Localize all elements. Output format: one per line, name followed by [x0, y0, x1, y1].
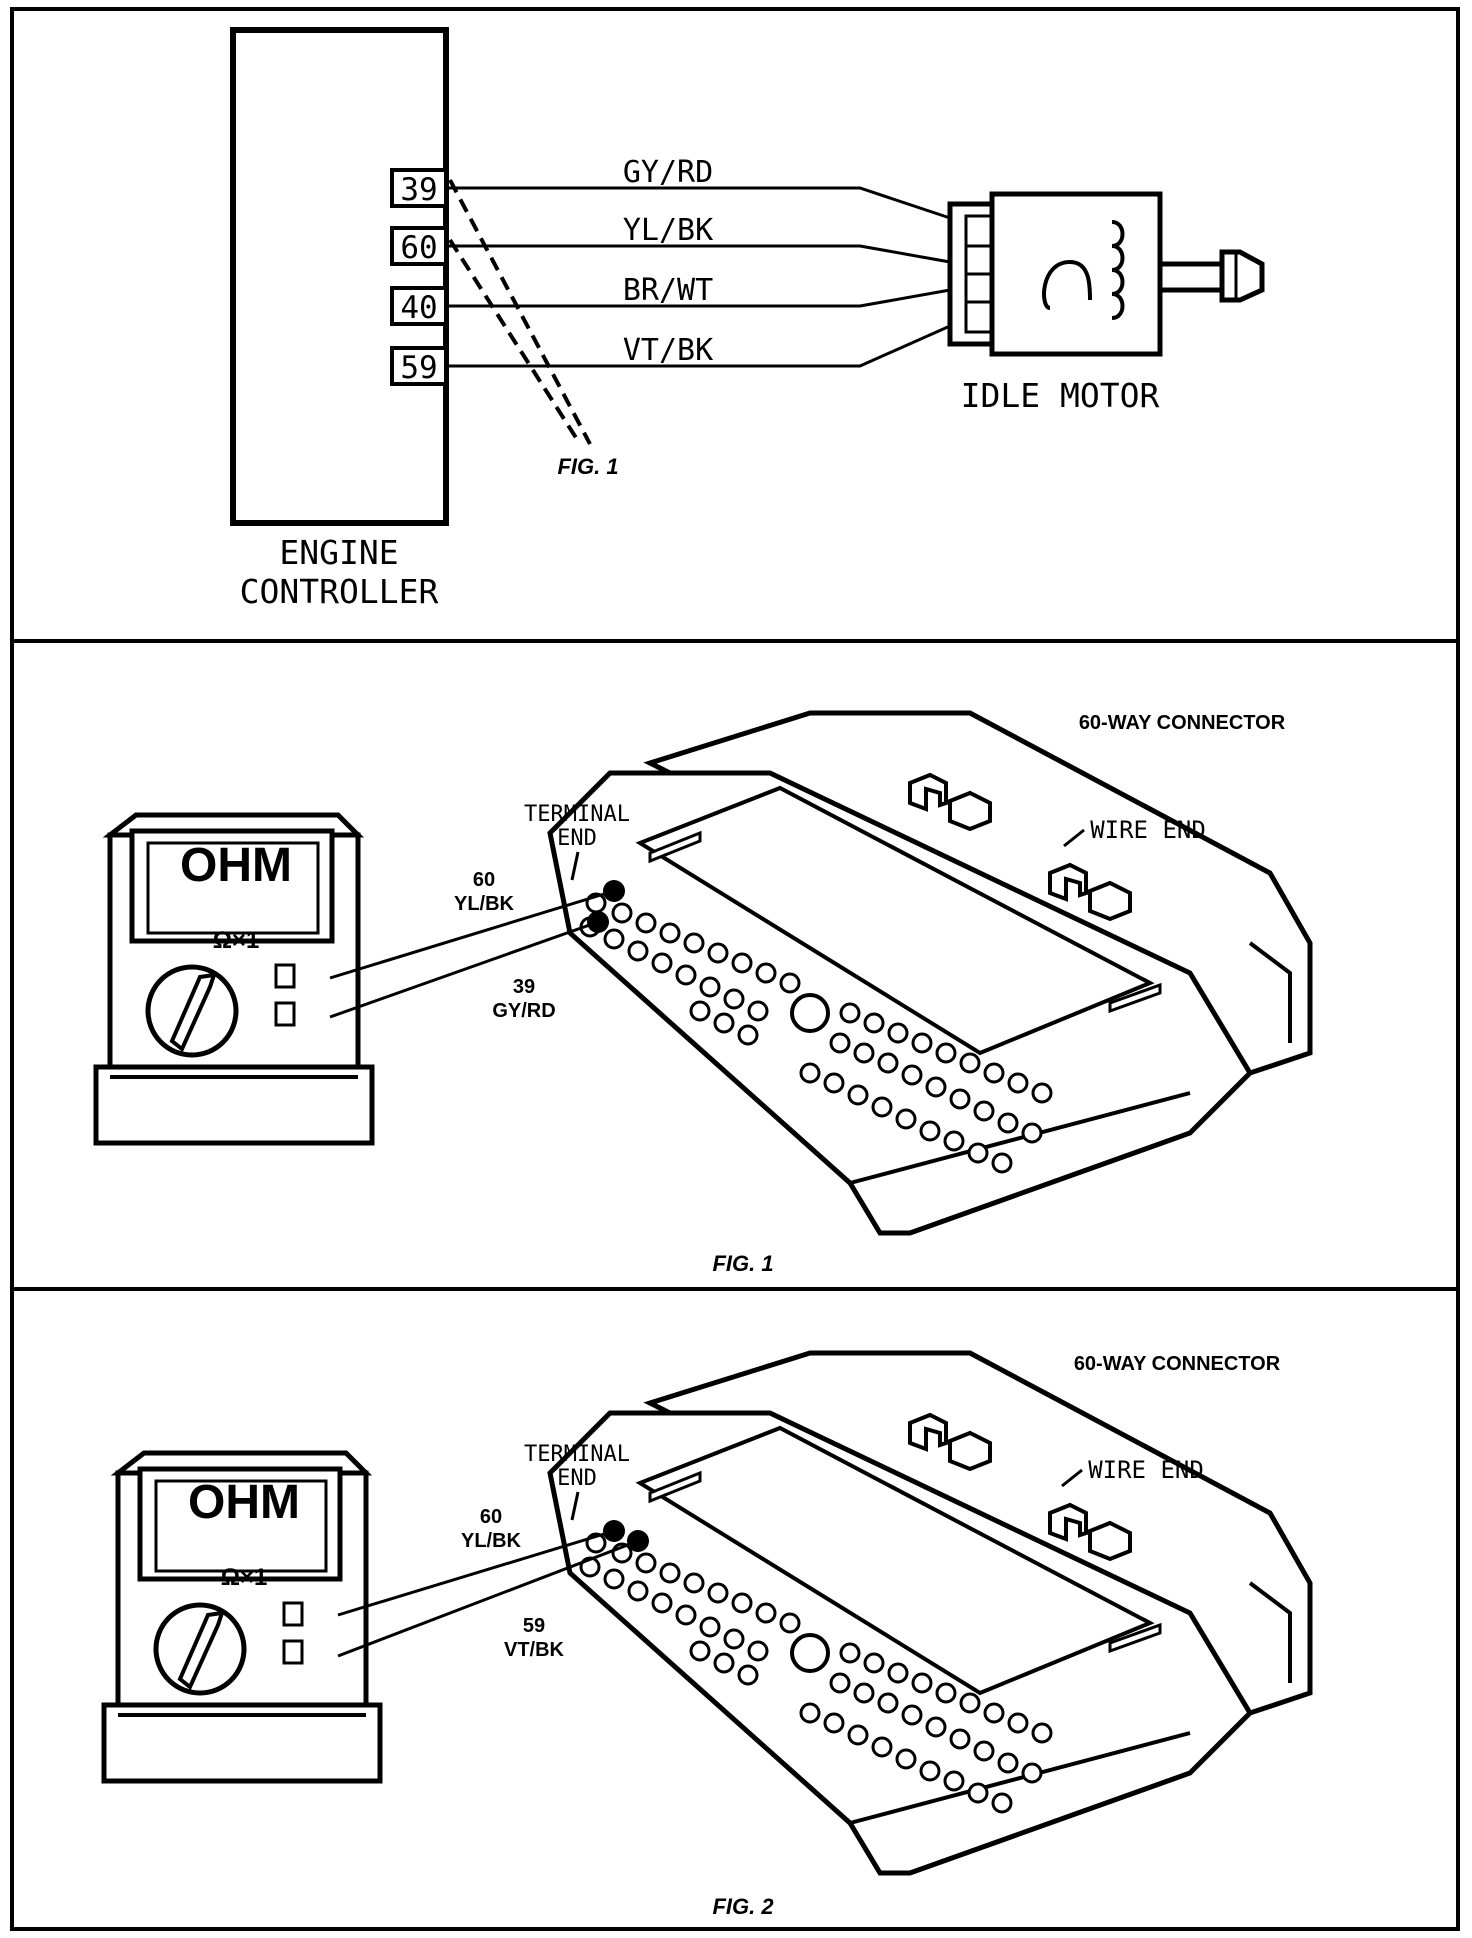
probe-b-number-fig2: 59 — [523, 1615, 545, 1637]
controller-label-line2: CONTROLLER — [240, 572, 439, 611]
connector-fig1 — [550, 713, 1310, 1233]
wire-label-vt-bk: VT/BK — [623, 333, 713, 368]
probe-a-number-fig1: 60 — [473, 869, 495, 891]
wire-gy-rd — [446, 186, 951, 220]
probe-b-number-fig1: 39 — [513, 976, 535, 998]
fig2-caption: FIG. 2 — [712, 1894, 774, 1919]
terminal-end-line2-fig2: END — [557, 1466, 597, 1491]
probe-contact-59-fig2 — [627, 1530, 649, 1552]
wire-label-br-wt: BR/WT — [623, 273, 713, 308]
idle-motor — [947, 191, 1265, 357]
wire-label-gy-rd: GY/RD — [623, 155, 713, 190]
probe-a-wire-fig2: YL/BK — [461, 1530, 522, 1552]
meter-range-fig2: Ω×1 — [221, 1564, 268, 1591]
pin-number-40: 40 — [400, 290, 437, 326]
pin-number-60: 60 — [400, 230, 437, 266]
pin-number-59: 59 — [400, 350, 437, 386]
probe-b-wire-fig2: VT/BK — [504, 1639, 565, 1661]
wire-label-yl-bk: YL/BK — [623, 213, 713, 248]
meter-display-fig1: OHM — [180, 839, 292, 892]
engine-controller-box — [230, 27, 449, 526]
connector-fig2 — [550, 1353, 1310, 1873]
schematic-panel: ENGINE CONTROLLER 39 60 40 59 GY/RD YL/B… — [230, 27, 1265, 611]
page-frame — [10, 7, 1460, 1931]
meter-range-fig1: Ω×1 — [213, 927, 260, 954]
connector-title-fig1: 60-WAY CONNECTOR — [1079, 712, 1286, 734]
wire-end-fig1: WIRE END — [1090, 816, 1206, 844]
terminal-end-line1-fig1: TERMINAL — [524, 802, 630, 827]
idle-motor-label: IDLE MOTOR — [961, 376, 1160, 415]
probe-contact-39-fig1 — [587, 911, 609, 933]
idle-motor-body — [989, 191, 1163, 357]
meter-display-fig2: OHM — [188, 1476, 300, 1529]
connector-title-fig2: 60-WAY CONNECTOR — [1074, 1353, 1281, 1375]
pin-box-39 — [390, 168, 448, 208]
fig1-panel: OHM Ω×1 60-WAY CONNECTOR TERMINAL END WI… — [96, 712, 1310, 1276]
wire-br-wt — [446, 288, 951, 308]
wire-end-fig2: WIRE END — [1088, 1456, 1204, 1484]
fig1-leader-lines — [448, 179, 592, 446]
probe-a-wire-fig1: YL/BK — [454, 893, 515, 915]
fig1-callout: FIG. 1 — [557, 454, 618, 479]
probe-leads-fig1 — [329, 889, 615, 1019]
fig2-panel: OHM Ω×1 60-WAY CONNECTOR TERMINAL END WI… — [104, 1353, 1310, 1919]
terminal-end-line2-fig1: END — [557, 826, 597, 851]
probe-contact-60-fig2 — [603, 1520, 625, 1542]
pin-box-59 — [390, 346, 448, 386]
probe-leads-fig2 — [337, 1529, 639, 1658]
fig1-caption: FIG. 1 — [712, 1251, 773, 1276]
wires — [446, 186, 951, 368]
controller-label-line1: ENGINE — [279, 533, 398, 572]
probe-b-wire-fig1: GY/RD — [492, 1000, 555, 1022]
probe-a-number-fig2: 60 — [480, 1506, 502, 1528]
probe-contact-60-fig1 — [603, 880, 625, 902]
pin-box-40 — [390, 286, 448, 326]
pin-number-39: 39 — [400, 172, 437, 208]
terminal-end-line1-fig2: TERMINAL — [524, 1442, 630, 1467]
wire-yl-bk — [446, 244, 951, 264]
wire-vt-bk — [446, 324, 951, 368]
